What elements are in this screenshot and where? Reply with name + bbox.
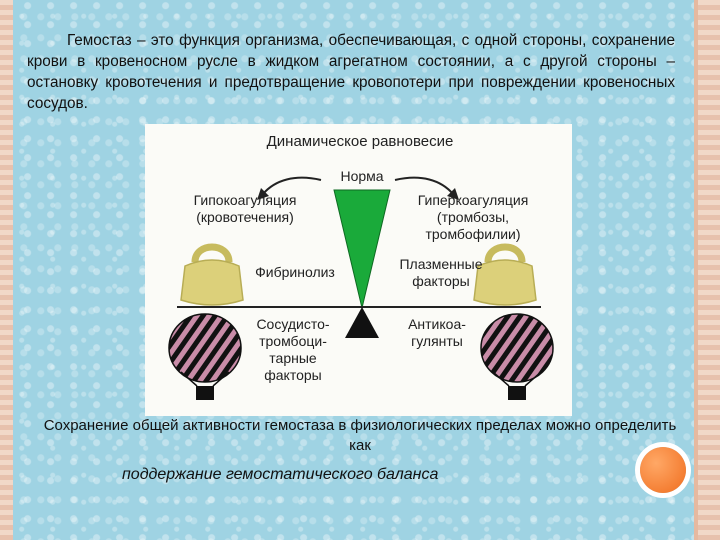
left-weight-icon [180,243,244,306]
intro-paragraph: Гемостаз – это функция организма, обеспе… [27,32,675,112]
right-decorative-border [694,0,720,540]
diagram-graphics [168,176,554,400]
caption-text: Сохранение общей активности гемостаза в … [43,417,677,454]
right-balloon-icon [480,313,554,400]
left-arrow-icon [262,176,322,195]
norm-wedge-icon [333,189,391,309]
right-arrow-icon [394,176,454,195]
hypercoagulation-label: Гиперкоагуляция (тромбозы, тромбофилии) [417,192,529,242]
left-arrowhead-icon [257,188,269,200]
norm-label: Норма [340,168,384,184]
anticoagulants-label: Антикоа-гулянты [408,316,466,349]
right-weight-icon [473,243,537,306]
fibrinolysis-label: Фибринолиз [255,264,335,280]
left-balloon-icon [168,313,242,400]
conclusion-text: поддержание гемостатического баланса [122,466,439,483]
diagram-title: Динамическое равновесие [266,133,454,150]
left-decorative-border [0,0,13,540]
hypocoagulation-label: Гипокоагуляция (кровотечения) [193,192,297,225]
balance-diagram: Динамическое равновесие Норма Гипокоагул… [145,124,572,416]
accent-dot-icon [640,447,686,493]
fulcrum-icon [345,307,379,338]
plasma-factors-label: Плазменные факторы [399,256,483,289]
vascular-platelet-label: Сосудисто-тромбоци-тарные факторы [256,316,330,383]
right-arrowhead-icon [447,188,459,200]
